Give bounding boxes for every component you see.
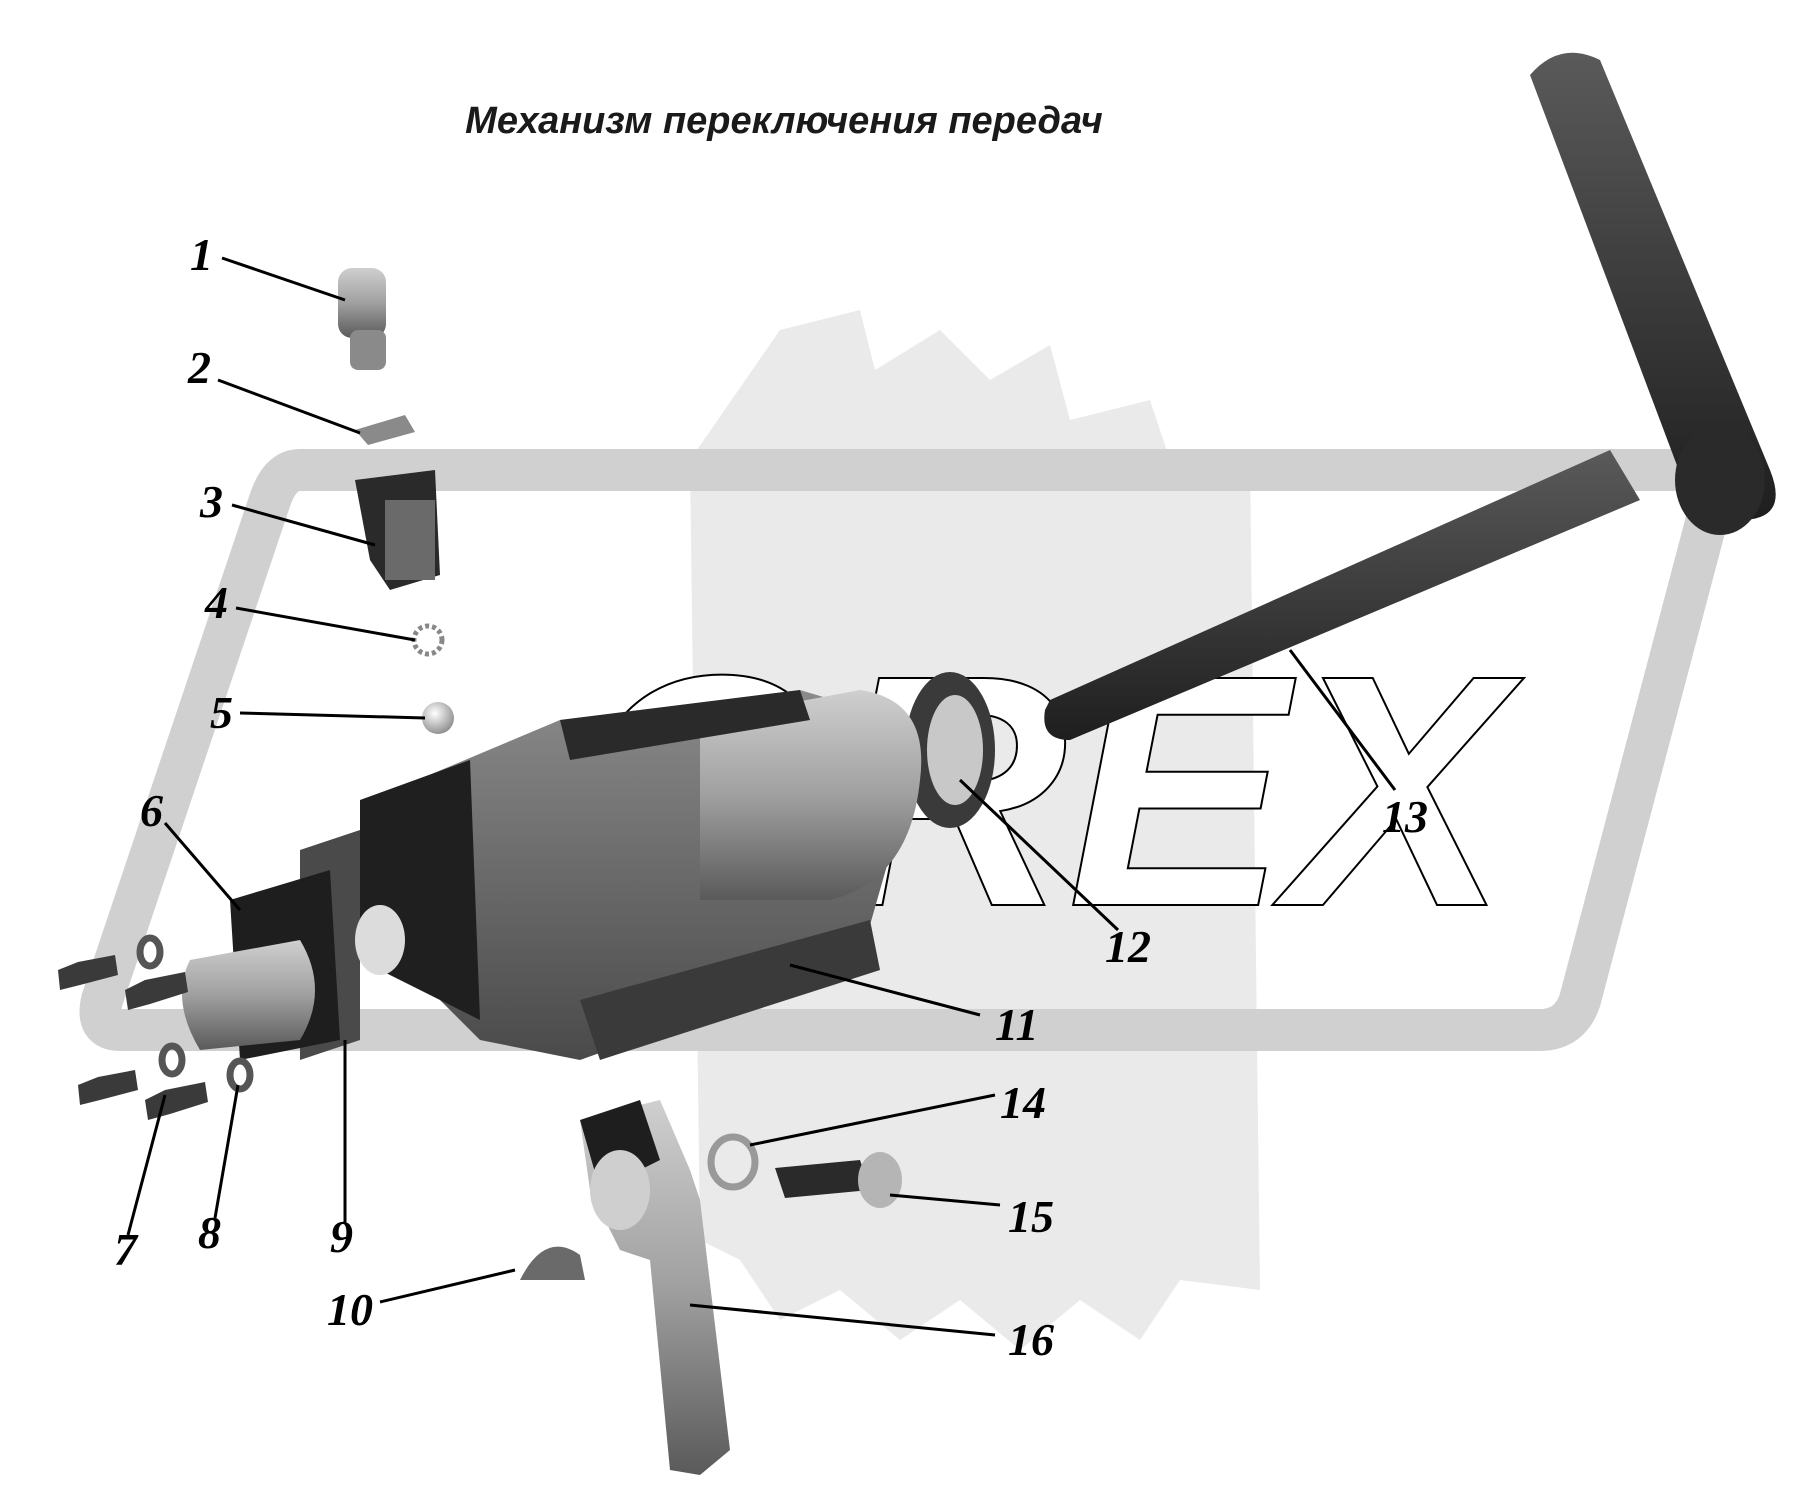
part-12-ring bbox=[905, 672, 995, 828]
part-4-spring bbox=[411, 623, 445, 657]
part-5-ball bbox=[422, 702, 454, 734]
callout-4: 4 bbox=[204, 577, 228, 628]
part-8-washers bbox=[136, 934, 254, 1093]
callout-12: 12 bbox=[1105, 921, 1151, 972]
callout-7: 7 bbox=[114, 1224, 139, 1275]
callout-13: 13 bbox=[1382, 791, 1428, 842]
part-14-washer bbox=[707, 1133, 759, 1191]
part-3-bushing bbox=[355, 470, 440, 590]
watermark-gear bbox=[690, 310, 1260, 1350]
callout-labels: 1 2 3 4 5 6 7 8 9 10 11 12 13 14 15 16 bbox=[114, 229, 1428, 1365]
callout-11: 11 bbox=[995, 999, 1038, 1050]
callout-16: 16 bbox=[1008, 1314, 1054, 1365]
callout-6: 6 bbox=[140, 785, 163, 836]
callout-10: 10 bbox=[327, 1284, 373, 1335]
callout-3: 3 bbox=[199, 476, 223, 527]
callout-1: 1 bbox=[190, 229, 213, 280]
callout-8: 8 bbox=[198, 1207, 221, 1258]
part-16-arm bbox=[580, 1100, 730, 1475]
part-13-lever bbox=[1044, 52, 1776, 740]
callout-5: 5 bbox=[210, 687, 233, 738]
callout-9: 9 bbox=[330, 1211, 353, 1262]
callout-2: 2 bbox=[187, 342, 211, 393]
part-10-key bbox=[520, 1246, 585, 1280]
diagram-title: Механизм переключения передач bbox=[465, 100, 1103, 142]
callout-14: 14 bbox=[1000, 1077, 1046, 1128]
part-6-flange bbox=[182, 870, 405, 1060]
watermark-logo: OREX bbox=[79, 310, 1736, 1350]
part-1-stud bbox=[338, 268, 386, 370]
part-2-washer bbox=[355, 415, 415, 445]
callout-15: 15 bbox=[1008, 1191, 1054, 1242]
leader-lines bbox=[126, 256, 1397, 1337]
